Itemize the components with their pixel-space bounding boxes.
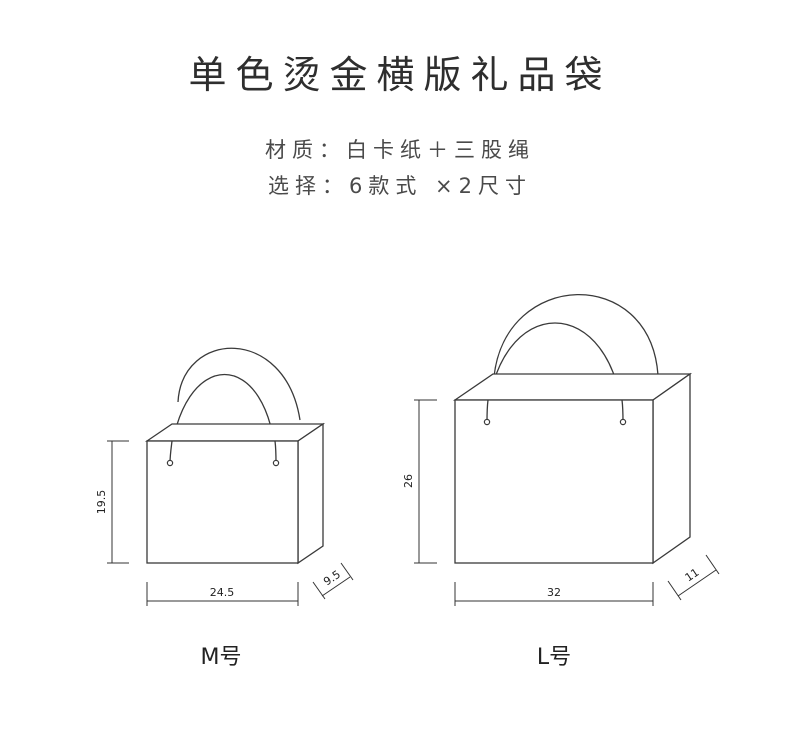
l-width-label: 32: [547, 586, 561, 599]
material-spec: 材质：白卡纸＋三股绳: [265, 138, 535, 162]
option-spec: 选择：6款式 ×2尺寸: [268, 174, 532, 198]
l-left-rope-hole: [483, 418, 491, 426]
l-depth-tick-b: [705, 554, 720, 575]
m-depth-line: [321, 576, 351, 597]
m-back-handle: [177, 347, 301, 421]
m-front-handle: [169, 374, 277, 464]
m-bag-top-face: [144, 423, 326, 442]
m-bag: 19.5 24.5 9.5 M号: [95, 347, 354, 670]
m-depth-tick-b: [340, 562, 354, 581]
m-width-label: 24.5: [210, 586, 235, 599]
l-right-rope-hole: [619, 418, 627, 426]
l-size-label: L号: [537, 645, 571, 670]
l-bag-top-face: [452, 373, 693, 401]
l-depth-line: [677, 569, 717, 597]
m-depth-label: 9.5: [321, 568, 343, 589]
l-back-handle: [493, 293, 659, 378]
l-height-label: 26: [402, 474, 415, 488]
l-bag-front-face: [454, 399, 654, 564]
page-title: 单色烫金横版礼品袋: [188, 53, 612, 97]
l-depth-tick-a: [667, 580, 682, 601]
l-bag: 26 32 11 L号: [402, 293, 720, 670]
l-bag-side-face: [652, 372, 691, 565]
l-depth-label: 11: [683, 566, 702, 585]
m-left-rope-hole: [166, 459, 174, 467]
m-height-label: 19.5: [95, 490, 108, 515]
m-depth-tick-a: [312, 581, 326, 600]
m-right-rope-hole: [272, 459, 280, 467]
m-size-label: M号: [201, 645, 242, 670]
m-bag-side-face: [297, 422, 324, 565]
